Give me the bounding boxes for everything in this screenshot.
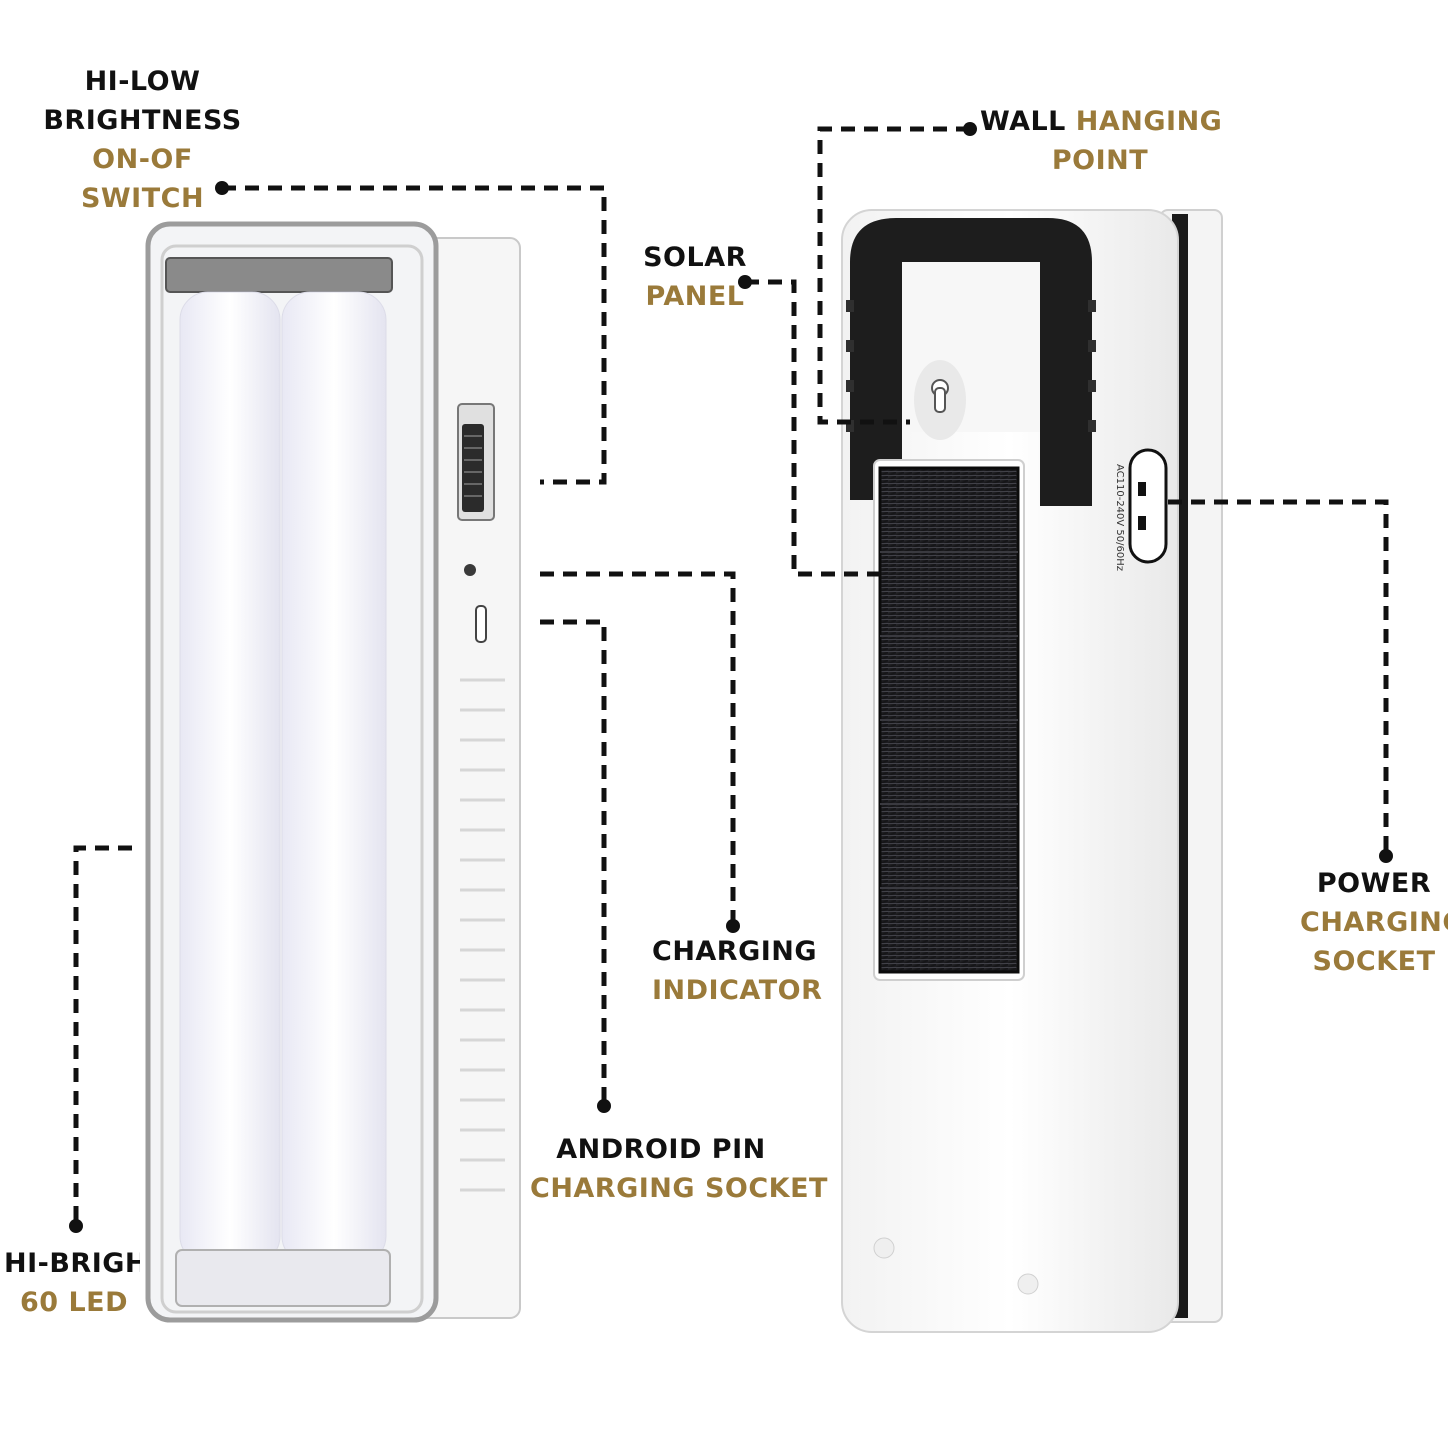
power-socket-leader bbox=[1168, 499, 1389, 856]
led-label-line2: 60 LED bbox=[19, 1287, 129, 1318]
leader-lines bbox=[73, 126, 1389, 1226]
switch-label-line3: ON-OF bbox=[92, 144, 193, 175]
power-socket-label: POWER CHARGING SOCKET bbox=[1300, 864, 1448, 981]
led-label-line1: HI-BRIGHT bbox=[4, 1248, 140, 1279]
android-label-line1: ANDROID PIN bbox=[556, 1134, 766, 1165]
led-leader bbox=[73, 845, 132, 1226]
wall-label-line2: POINT bbox=[1051, 145, 1149, 176]
android-pin-leader bbox=[540, 619, 607, 1106]
leader-dots bbox=[69, 122, 1393, 1233]
solar-panel-label: SOLAR PANEL bbox=[640, 238, 750, 316]
solar-label-line2: PANEL bbox=[645, 281, 745, 312]
switch-label-line4: SWITCH bbox=[80, 183, 205, 212]
wall-label-part1: WALL bbox=[980, 106, 1066, 137]
charging-indicator-line2: INDICATOR bbox=[652, 975, 823, 1006]
solar-panel-leader bbox=[745, 279, 880, 577]
wall-hanging-leader bbox=[817, 126, 970, 425]
wall-label-part2: HANGING bbox=[1075, 106, 1223, 137]
charging-indicator-leader bbox=[540, 571, 736, 926]
switch-leader bbox=[222, 185, 607, 485]
front-lantern bbox=[145, 221, 521, 1323]
solar-label-line1: SOLAR bbox=[643, 242, 747, 273]
charging-indicator-line1: CHARGING bbox=[652, 936, 818, 967]
back-lantern bbox=[841, 209, 1223, 1333]
power-label-line1: POWER bbox=[1316, 868, 1432, 899]
android-label-line2: CHARGING SOCKET bbox=[530, 1173, 828, 1204]
voltage-rating-text: AC110-240V 50/60Hz bbox=[1114, 463, 1126, 572]
led-label: HI-BRIGHT 60 LED bbox=[0, 1244, 148, 1322]
switch-label-line2: BRIGHTNESS bbox=[43, 105, 242, 136]
switch-label: HI-LOW BRIGHTNESS ON-OF SWITCH bbox=[40, 62, 245, 212]
power-label-line3: SOCKET bbox=[1312, 946, 1436, 977]
android-pin-label: ANDROID PIN CHARGING SOCKET bbox=[530, 1130, 828, 1208]
charging-indicator-label: CHARGING INDICATOR bbox=[652, 932, 823, 1010]
power-label-line2: CHARGING bbox=[1300, 907, 1448, 938]
wall-hanging-label: WALL HANGING POINT bbox=[980, 102, 1222, 180]
switch-label-line1: HI-LOW bbox=[84, 66, 201, 97]
